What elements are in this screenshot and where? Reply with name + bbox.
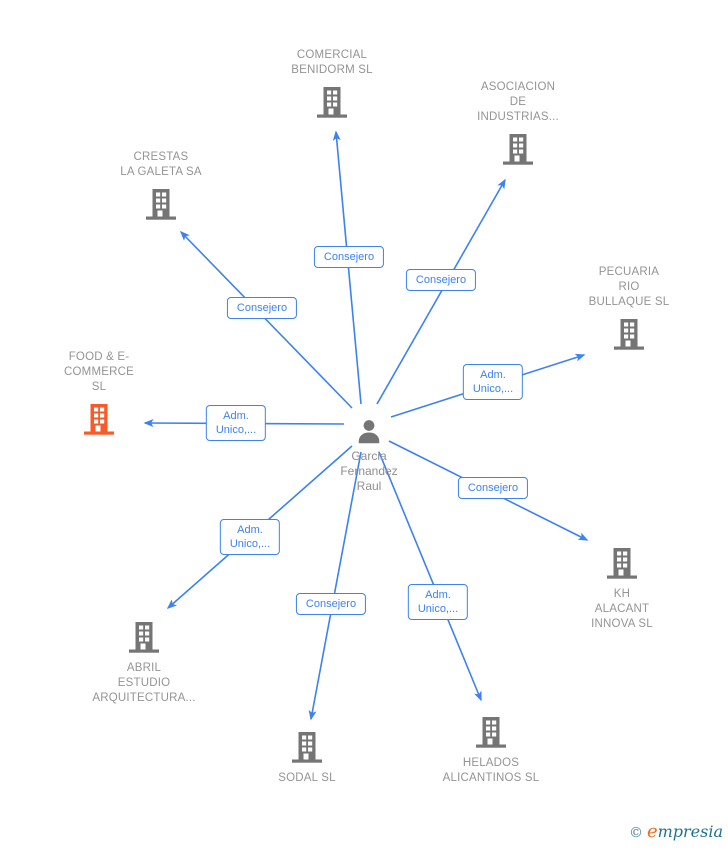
edge-label-consejero: Consejero [405,269,477,291]
building-icon [314,84,350,120]
company-label: FOOD & E- COMMERCE SL [64,351,134,393]
company-label: SODAL SL [278,772,336,784]
building-icon-highlighted [81,401,117,437]
company-label: CRESTAS LA GALETA SA [120,151,202,178]
edge-sodal [308,451,362,721]
person-icon [354,417,384,447]
edge-label-consejero: Consejero [313,246,385,268]
edge-helados-alicantinos [378,451,482,702]
edge-asociacion-industrias [376,178,506,405]
person-node-garcia-fernandez-raul[interactable]: Garcia Fernandez Raul [289,417,449,494]
company-label: KH ALACANT INNOVA SL [591,588,653,630]
building-icon [473,714,509,750]
empresia-logo: ©empresia [628,821,723,842]
copyright-icon: © [628,825,643,841]
company-node-food-e-commerce[interactable]: FOOD & E- COMMERCE SL [19,350,179,437]
edge-comercial-benidorm [332,130,362,405]
company-node-kh-alacant-innova[interactable]: KH ALACANT INNOVA SL [542,545,702,632]
edge-crestas-la-galeta [179,230,353,409]
edge-label-consejero: Consejero [295,593,367,615]
building-icon [604,545,640,581]
edge-label-adm-unico: Adm. Unico,... [205,405,267,441]
company-node-crestas-la-galeta[interactable]: CRESTAS LA GALETA SA [81,150,241,222]
building-icon [126,619,162,655]
company-node-helados-alicantinos[interactable]: HELADOS ALICANTINOS SL [411,714,571,786]
edge-label-adm-unico: Adm. Unico,... [407,584,469,620]
company-node-sodal[interactable]: SODAL SL [227,729,387,786]
company-label: COMERCIAL BENIDORM SL [291,49,373,76]
company-label: ABRIL ESTUDIO ARQUITECTURA... [92,662,196,704]
company-node-asociacion-industrias[interactable]: ASOCIACION DE INDUSTRIAS... [438,80,598,167]
company-node-abril-estudio[interactable]: ABRIL ESTUDIO ARQUITECTURA... [64,619,224,706]
company-label: PECUARIA RIO BULLAQUE SL [588,266,670,308]
edge-label-consejero: Consejero [226,297,298,319]
edge-label-adm-unico: Adm. Unico,... [219,519,281,555]
building-icon [611,316,647,352]
company-node-comercial-benidorm[interactable]: COMERCIAL BENIDORM SL [252,48,412,120]
edge-label-adm-unico: Adm. Unico,... [462,364,524,400]
company-label: ASOCIACION DE INDUSTRIAS... [477,81,559,123]
company-label: HELADOS ALICANTINOS SL [442,757,540,784]
company-node-pecuaria-rio-bullaque[interactable]: PECUARIA RIO BULLAQUE SL [549,265,709,352]
building-icon [500,131,536,167]
building-icon [289,729,325,765]
building-icon [143,186,179,222]
person-label: Garcia Fernandez Raul [340,449,398,493]
edge-label-consejero: Consejero [457,477,529,499]
